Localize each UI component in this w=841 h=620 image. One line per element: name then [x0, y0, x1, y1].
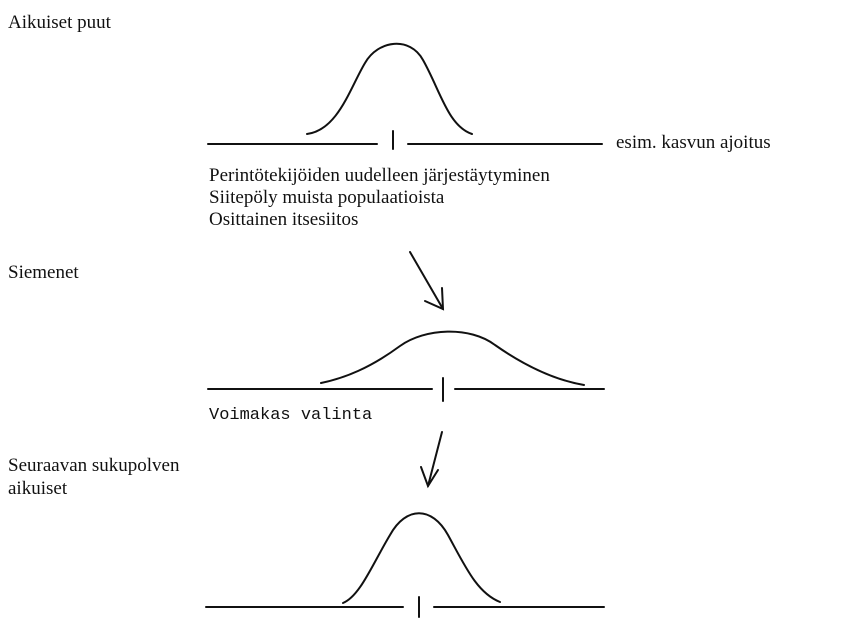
- adult-distribution-curve: [306, 42, 473, 135]
- next-distribution-curve: [342, 512, 501, 604]
- seeds-panel: [207, 330, 605, 402]
- adult-trees-panel: [207, 42, 603, 150]
- arrow-to-next-head: [420, 466, 439, 489]
- factor-selfing: Osittainen itsesiitos: [209, 209, 359, 230]
- arrow-to-seeds: [409, 251, 445, 311]
- arrow-to-next-shaft: [427, 431, 443, 487]
- next-generation-panel: [205, 512, 605, 618]
- seeds-label: Siemenet: [8, 262, 79, 283]
- seeds-distribution-curve: [320, 330, 585, 386]
- arrow-to-next-generation: [420, 431, 443, 489]
- axis-note-label: esim. kasvun ajoitus: [616, 132, 771, 153]
- factor-recombination: Perintötekijöiden uudelleen järjestäytym…: [209, 165, 550, 186]
- adult-trees-label: Aikuiset puut: [8, 12, 111, 33]
- arrow-to-seeds-shaft: [409, 251, 444, 310]
- next-generation-label-line2: aikuiset: [8, 478, 68, 499]
- next-generation-label-line1: Seuraavan sukupolven: [8, 455, 180, 476]
- factor-pollen: Siitepöly muista populaatioista: [209, 187, 445, 208]
- selection-label: Voimakas valinta: [209, 406, 373, 425]
- arrow-to-seeds-head: [424, 287, 445, 311]
